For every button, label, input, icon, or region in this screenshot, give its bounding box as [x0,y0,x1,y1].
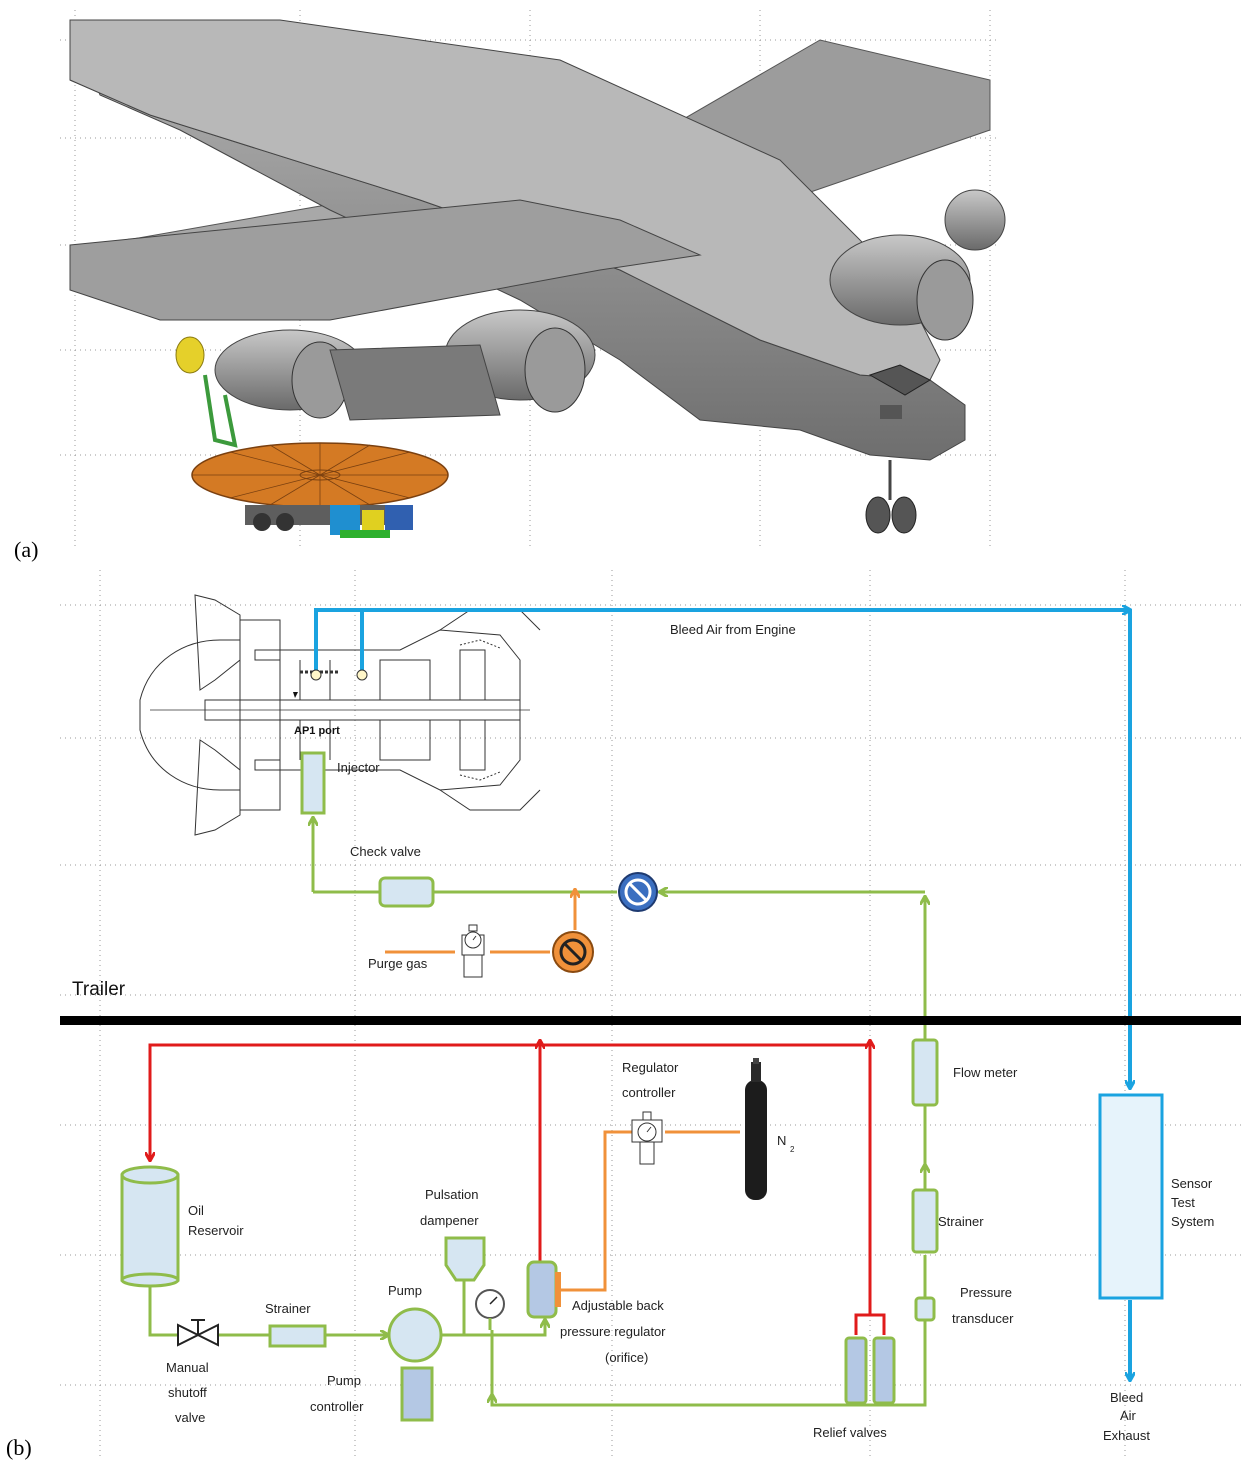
relief-valve-1 [846,1338,866,1403]
check-valve-label: Check valve [350,844,421,859]
strainer-left [270,1326,325,1346]
back-pressure-regulator [528,1262,561,1317]
marker-icon [293,692,298,698]
flow-meter-label: Flow meter [953,1065,1018,1080]
nitrogen-cylinder-icon [745,1058,767,1200]
sensor-label-2: Test [1171,1195,1195,1210]
aircraft-render [70,20,1005,538]
strainer-left-label: Strainer [265,1301,311,1316]
nose-landing-gear [866,460,916,533]
purge-gas-label: Purge gas [368,956,428,971]
pressure-transducer [916,1298,934,1320]
manual-label-3: valve [175,1410,205,1425]
pump-controller-label-2: controller [310,1399,364,1414]
sensor-label-3: System [1171,1214,1214,1229]
regulator-label-2: controller [622,1085,676,1100]
pump [389,1309,441,1361]
adjustable-label-3: (orifice) [605,1350,648,1365]
oil-reservoir-label-1: Oil [188,1203,204,1218]
shutoff-valve-icon [178,1320,218,1345]
turntable-platform [192,443,448,538]
trailer-label: Trailer [72,979,126,1000]
panel-label-a: (a) [14,537,38,562]
pulsation-label-1: Pulsation [425,1187,478,1202]
relief-valves-label: Relief valves [813,1425,887,1440]
n2-subscript: 2 [790,1145,795,1154]
pump-controller [402,1368,432,1420]
pump-label: Pump [388,1283,422,1298]
line-pressure-gauge-icon [476,1290,504,1330]
pressure-gauge-icon [632,1112,662,1164]
pulsation-dampener [446,1238,484,1280]
injector-label: Injector [337,760,380,775]
purge-check-valve-icon [553,932,593,972]
bleed-air-label: Bleed Air from Engine [670,622,796,637]
pulsation-label-2: dampener [420,1213,479,1228]
purge-regulator-icon [462,925,484,977]
oil-reservoir-label-2: Reservoir [188,1223,244,1238]
turbofan-engine-cross-section [140,595,540,835]
regulator-label-1: Regulator [622,1060,679,1075]
bleed-exhaust-label-3: Exhaust [1103,1428,1150,1443]
bleed-exhaust-label-2: Air [1120,1408,1137,1423]
pressure-transducer-label-1: Pressure [960,1285,1012,1300]
n2-label: N [777,1133,786,1148]
strainer-right-label: Strainer [938,1214,984,1229]
sensor-label-1: Sensor [1171,1176,1213,1191]
strainer-right [913,1190,937,1252]
bleed-exhaust-label-1: Bleed [1110,1390,1143,1405]
ap1-port-label: AP1 port [294,725,340,737]
flow-meter [913,1040,937,1105]
relief-valve-2 [874,1338,894,1403]
pressure-transducer-label-2: transducer [952,1311,1014,1326]
injector [302,753,324,813]
panel-label-b: (b) [6,1435,32,1460]
bleed-port-2 [357,670,367,680]
oil-return-lines [150,1041,884,1335]
adjustable-label-1: Adjustable back [572,1298,664,1313]
sensor-test-system [1100,1095,1162,1298]
adjustable-label-2: pressure regulator [560,1324,666,1339]
manual-label-1: Manual [166,1360,209,1375]
bleed-air-lines [316,610,1130,1380]
trailer-deck-line [60,1016,1241,1025]
check-valve [380,878,433,906]
manual-label-2: shutoff [168,1385,207,1400]
oil-reservoir [122,1167,178,1286]
check-valve-icon [619,873,657,911]
bleed-port-1 [311,670,321,680]
pump-controller-label-1: Pump [327,1373,361,1388]
